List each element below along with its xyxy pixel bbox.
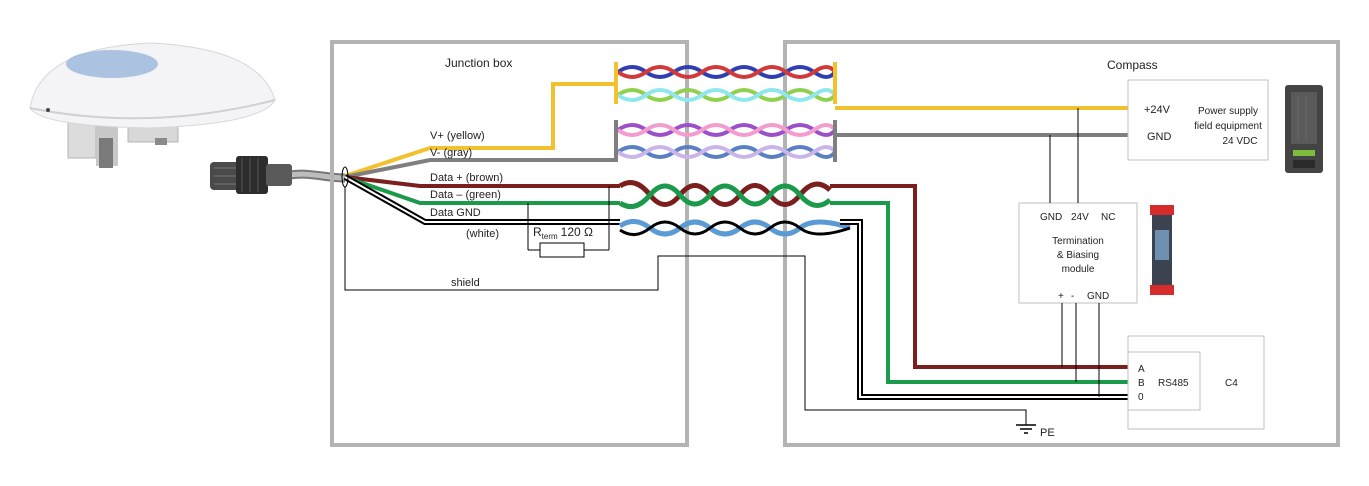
- wire-data-plus: [344, 175, 620, 188]
- resistor-symbol: R: [533, 225, 542, 239]
- resistor-subscript: term: [542, 232, 558, 241]
- term-top-nc: NC: [1101, 212, 1115, 223]
- ps-line1: Power supply: [1198, 106, 1258, 117]
- label-shield: shield: [451, 277, 480, 289]
- c4-pin-b: B: [1138, 378, 1145, 389]
- c4-bus: RS485: [1158, 378, 1189, 389]
- junction-box-title: Junction box: [445, 56, 512, 70]
- label-data-gnd-color: (white): [466, 228, 499, 240]
- termination-resistor: [527, 186, 610, 258]
- ps-line2: field equipment: [1194, 121, 1262, 132]
- wire-data-plus-compass: [830, 184, 1128, 369]
- twisted-pair-data: [618, 180, 832, 210]
- resistor-value: 120 Ω: [561, 225, 593, 239]
- rs485-block: [1127, 351, 1201, 411]
- ps-pin-plus: +24V: [1144, 104, 1171, 116]
- wire-data-gnd-compass: [840, 219, 1128, 400]
- c4-name: C4: [1225, 378, 1238, 389]
- label-data-plus: Data + (brown): [430, 172, 503, 184]
- compass-title: Compass: [1107, 58, 1158, 72]
- ps-line3: 24 VDC: [1222, 136, 1257, 147]
- term-top-24v: 24V: [1071, 212, 1089, 223]
- term-bot-gnd: GND: [1087, 291, 1109, 302]
- label-data-gnd: Data GND: [430, 207, 481, 219]
- c4-pin-a: A: [1138, 364, 1145, 375]
- din-module-icon: [1150, 205, 1174, 295]
- wire-shield: [344, 187, 1027, 425]
- power-supply-block: [1127, 79, 1269, 161]
- term-line2: & Biasing: [1057, 250, 1099, 261]
- term-bot-minus: -: [1071, 291, 1074, 302]
- ps-pin-gnd: GND: [1147, 131, 1172, 143]
- twisted-pair-2: [616, 88, 837, 102]
- label-v-plus: V+ (yellow): [430, 130, 485, 142]
- label-pe: PE: [1040, 427, 1055, 439]
- label-data-minus: Data – (green): [430, 189, 501, 201]
- term-line3: module: [1062, 264, 1095, 275]
- twisted-pair-3: [616, 123, 837, 137]
- m12-connector-icon: [210, 156, 346, 194]
- termination-block: [1018, 202, 1138, 304]
- twisted-pair-1: [616, 65, 837, 79]
- ground-symbol-icon: [1016, 424, 1036, 434]
- wire-data-gnd: [343, 174, 620, 225]
- label-v-minus: V- (gray): [430, 147, 472, 159]
- term-line1: Termination: [1052, 236, 1104, 247]
- compass-frame: [783, 40, 1340, 447]
- c4-pin-0: 0: [1138, 392, 1144, 403]
- sensor-dome-icon: [29, 42, 276, 168]
- power-supply-icon: [1285, 85, 1323, 173]
- term-bot-plus: +: [1058, 291, 1064, 302]
- term-top-gnd: GND: [1040, 212, 1062, 223]
- junction-box-frame: [330, 40, 689, 447]
- twisted-pair-4: [616, 145, 837, 159]
- wire-v-plus: [344, 82, 616, 178]
- wire-data-minus-compass: [830, 201, 1128, 384]
- wire-data-minus: [344, 175, 620, 205]
- wire-v-minus: [344, 158, 616, 179]
- twisted-pair-gnd: [618, 219, 851, 237]
